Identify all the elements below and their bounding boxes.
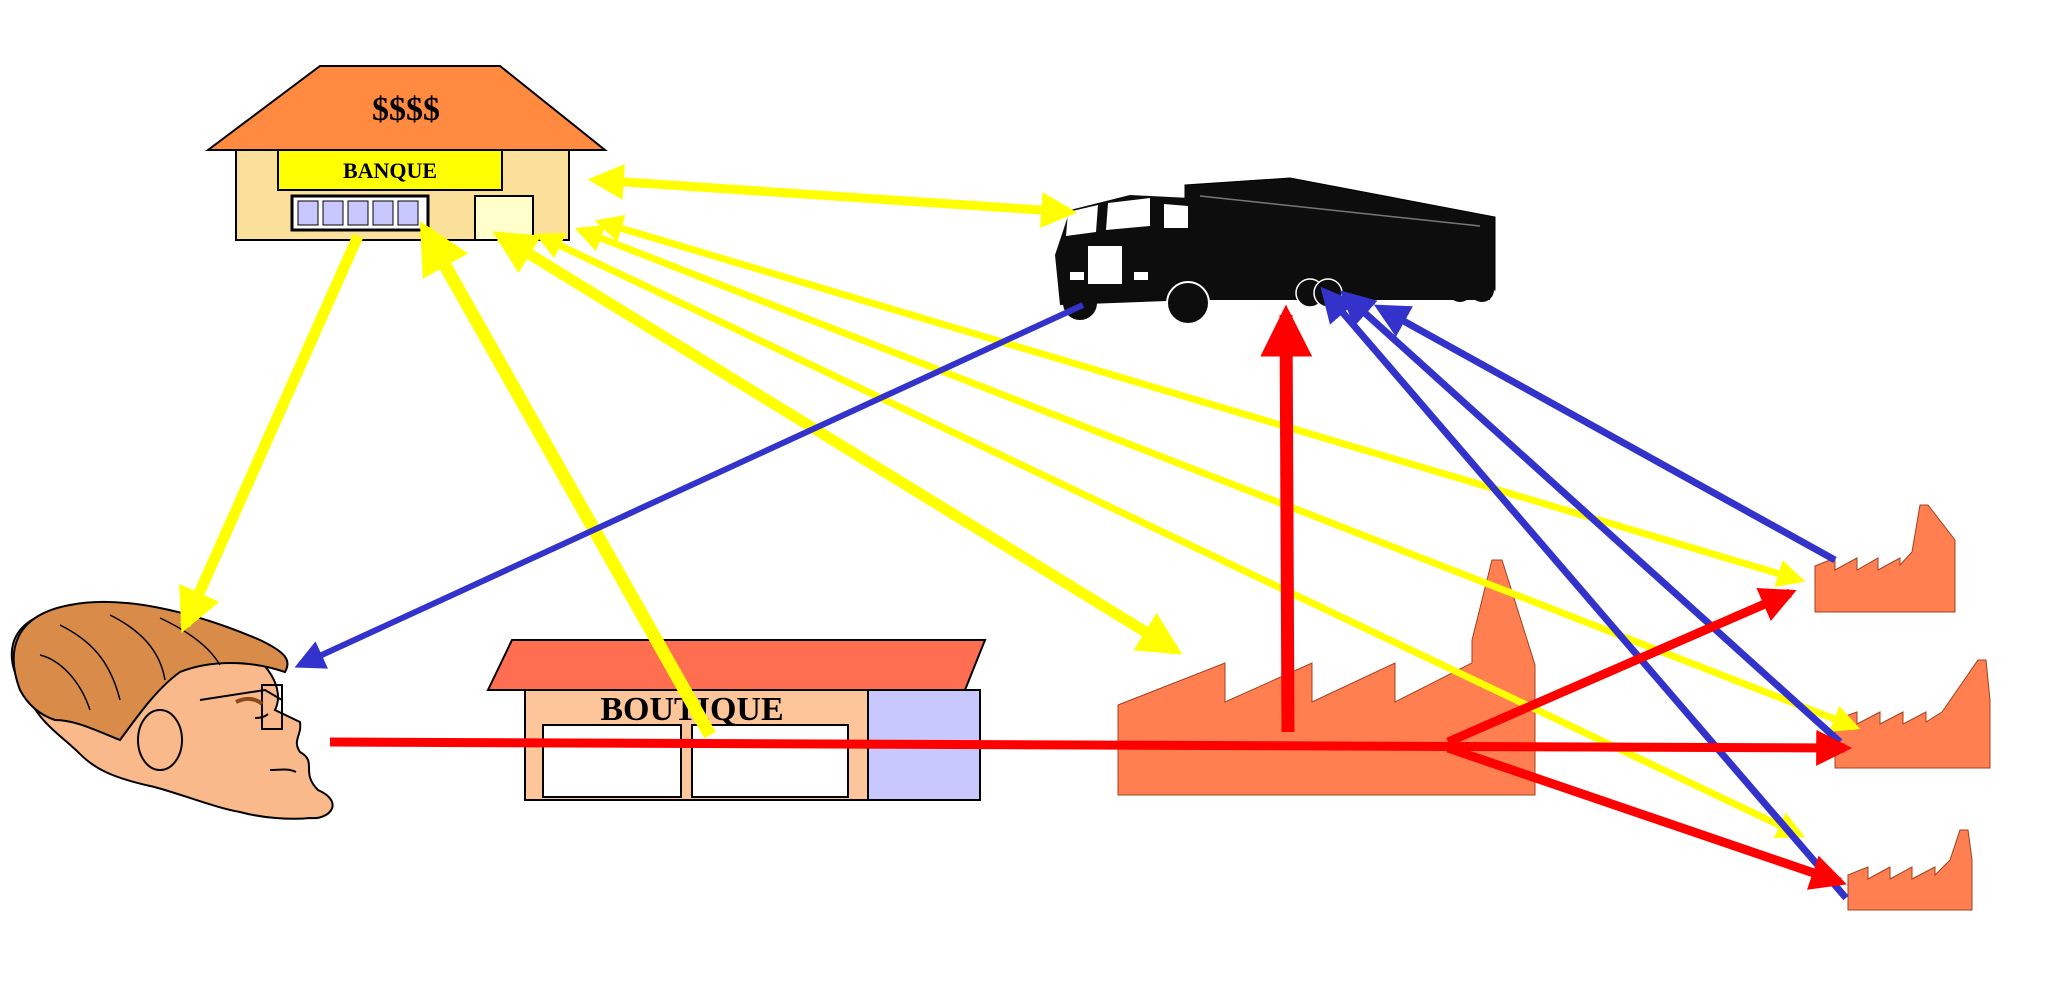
truck-icon xyxy=(1055,177,1496,325)
production-arrow xyxy=(1260,304,1313,733)
consumer-head-icon xyxy=(10,600,334,820)
bank-sign: BANQUE xyxy=(343,158,437,183)
production-arrow xyxy=(329,729,1853,766)
money-flow-arrows xyxy=(179,163,1861,839)
money-arrow xyxy=(587,163,1078,229)
money-arrow xyxy=(179,233,364,634)
small-factory-icon xyxy=(1834,659,1991,769)
small-factory-icon xyxy=(1814,504,1956,613)
money-arrow xyxy=(534,232,1806,839)
small-factory-icon xyxy=(1847,829,1973,911)
goods-arrow xyxy=(1320,286,1849,901)
bank-roof-text: $$$$ xyxy=(372,91,440,128)
bank-icon: $$$$ BANQUE xyxy=(205,65,608,241)
goods-arrow xyxy=(294,302,1085,669)
goods-arrow xyxy=(1339,290,1843,745)
goods-arrow xyxy=(1373,304,1837,564)
production-flow-arrows xyxy=(329,304,1853,890)
production-arrow xyxy=(1446,588,1797,747)
shop-icon: BOUTIQUE xyxy=(486,639,987,801)
production-arrow xyxy=(1446,743,1847,890)
goods-flow-arrows xyxy=(294,286,1849,901)
